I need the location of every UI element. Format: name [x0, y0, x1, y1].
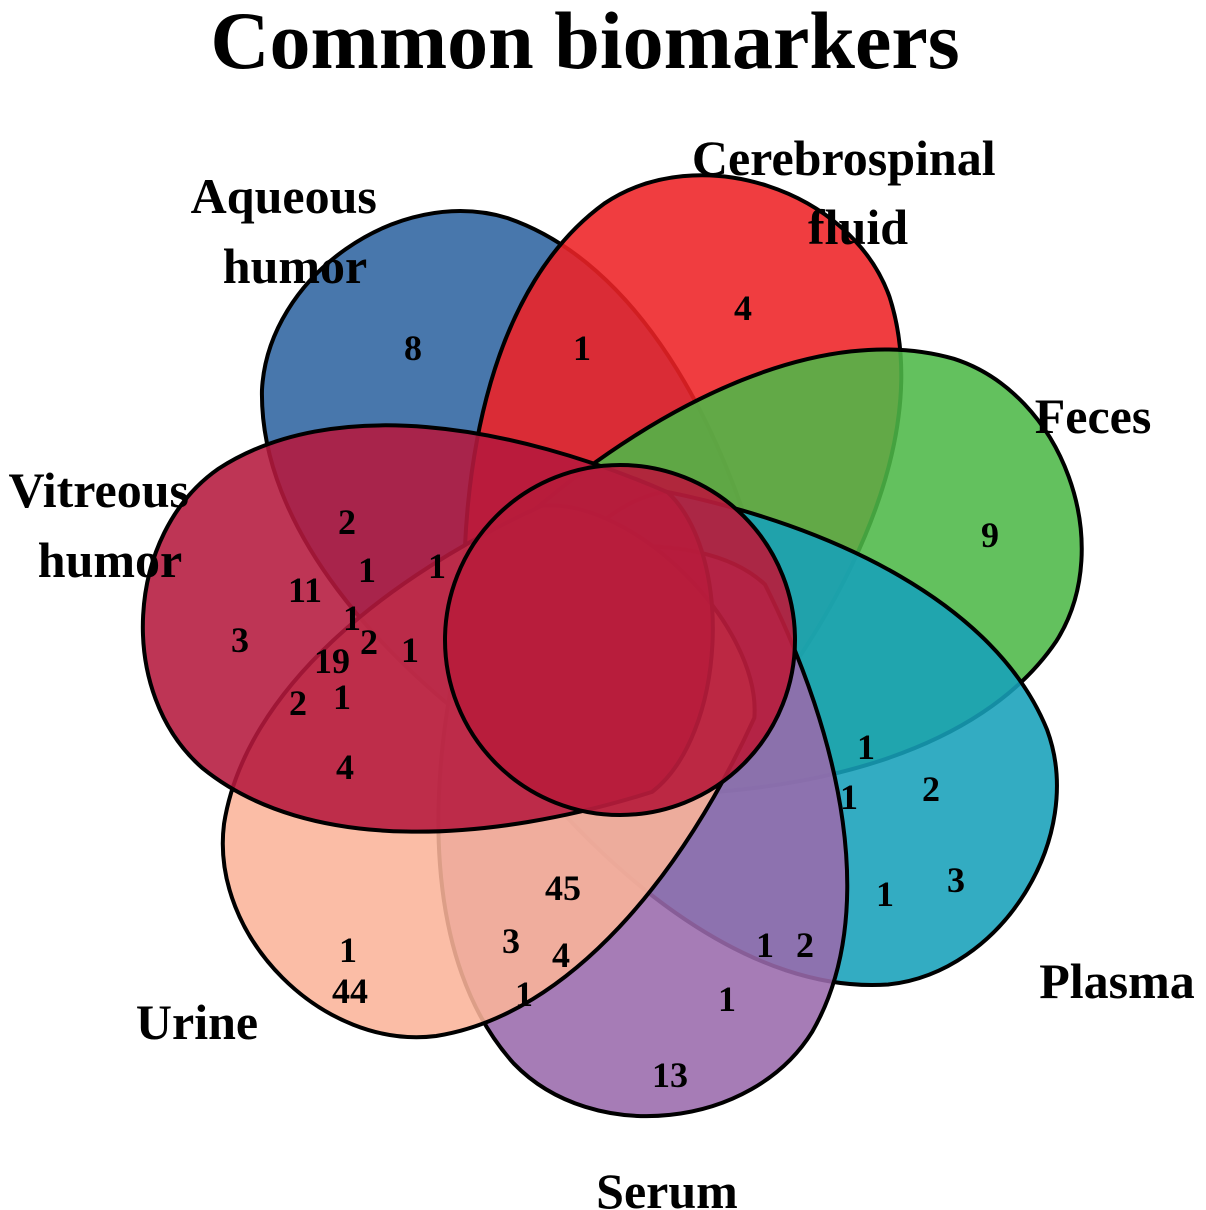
region-count: 2 [289, 683, 307, 723]
region-count: 45 [545, 868, 581, 908]
region-count: 1 [515, 974, 533, 1014]
label-aqueous-humor: Aqueous humor [191, 168, 390, 294]
set-petals [140, 173, 1084, 1119]
region-count: 8 [404, 328, 422, 368]
region-count: 1 [573, 328, 591, 368]
region-count: 2 [338, 502, 356, 542]
central-overlap [443, 463, 797, 817]
region-count: 1 [857, 727, 875, 767]
region-count: 1 [333, 677, 351, 717]
region-count: 4 [336, 747, 354, 787]
region-count: 1 [401, 630, 419, 670]
label-cerebrospinal-fluid: Cerebrospinal fluid [692, 130, 1008, 255]
region-count: 1 [840, 777, 858, 817]
set-labels: Aqueous humor Cerebrospinal fluid Feces … [8, 130, 1194, 1210]
region-count: 3 [231, 620, 249, 660]
region-count: 11 [288, 570, 322, 610]
label-serum: Serum [596, 1163, 738, 1210]
region-count: 2 [922, 769, 940, 809]
region-count: 1 [428, 546, 446, 586]
region-count: 1 [343, 598, 361, 638]
region-count: 1 [876, 874, 894, 914]
region-count: 9 [981, 515, 999, 555]
label-urine: Urine [136, 994, 258, 1050]
region-count: 1 [756, 925, 774, 965]
label-plasma: Plasma [1039, 953, 1195, 1009]
region-count: 1 [358, 550, 376, 590]
region-count: 4 [734, 288, 752, 328]
region-count: 1 [339, 930, 357, 970]
region-count: 4 [552, 935, 570, 975]
region-count: 3 [947, 860, 965, 900]
region-count: 2 [360, 622, 378, 662]
region-count: 3 [502, 921, 520, 961]
label-vitreous-humor: Vitreous humor [8, 462, 201, 588]
region-count: 19 [314, 641, 350, 681]
region-count: 2 [796, 925, 814, 965]
diagram-title: Common biomarkers [210, 0, 959, 86]
region-count: 44 [332, 971, 368, 1011]
region-count: 1 [718, 979, 736, 1019]
region-count: 13 [652, 1055, 688, 1095]
label-feces: Feces [1035, 388, 1152, 444]
